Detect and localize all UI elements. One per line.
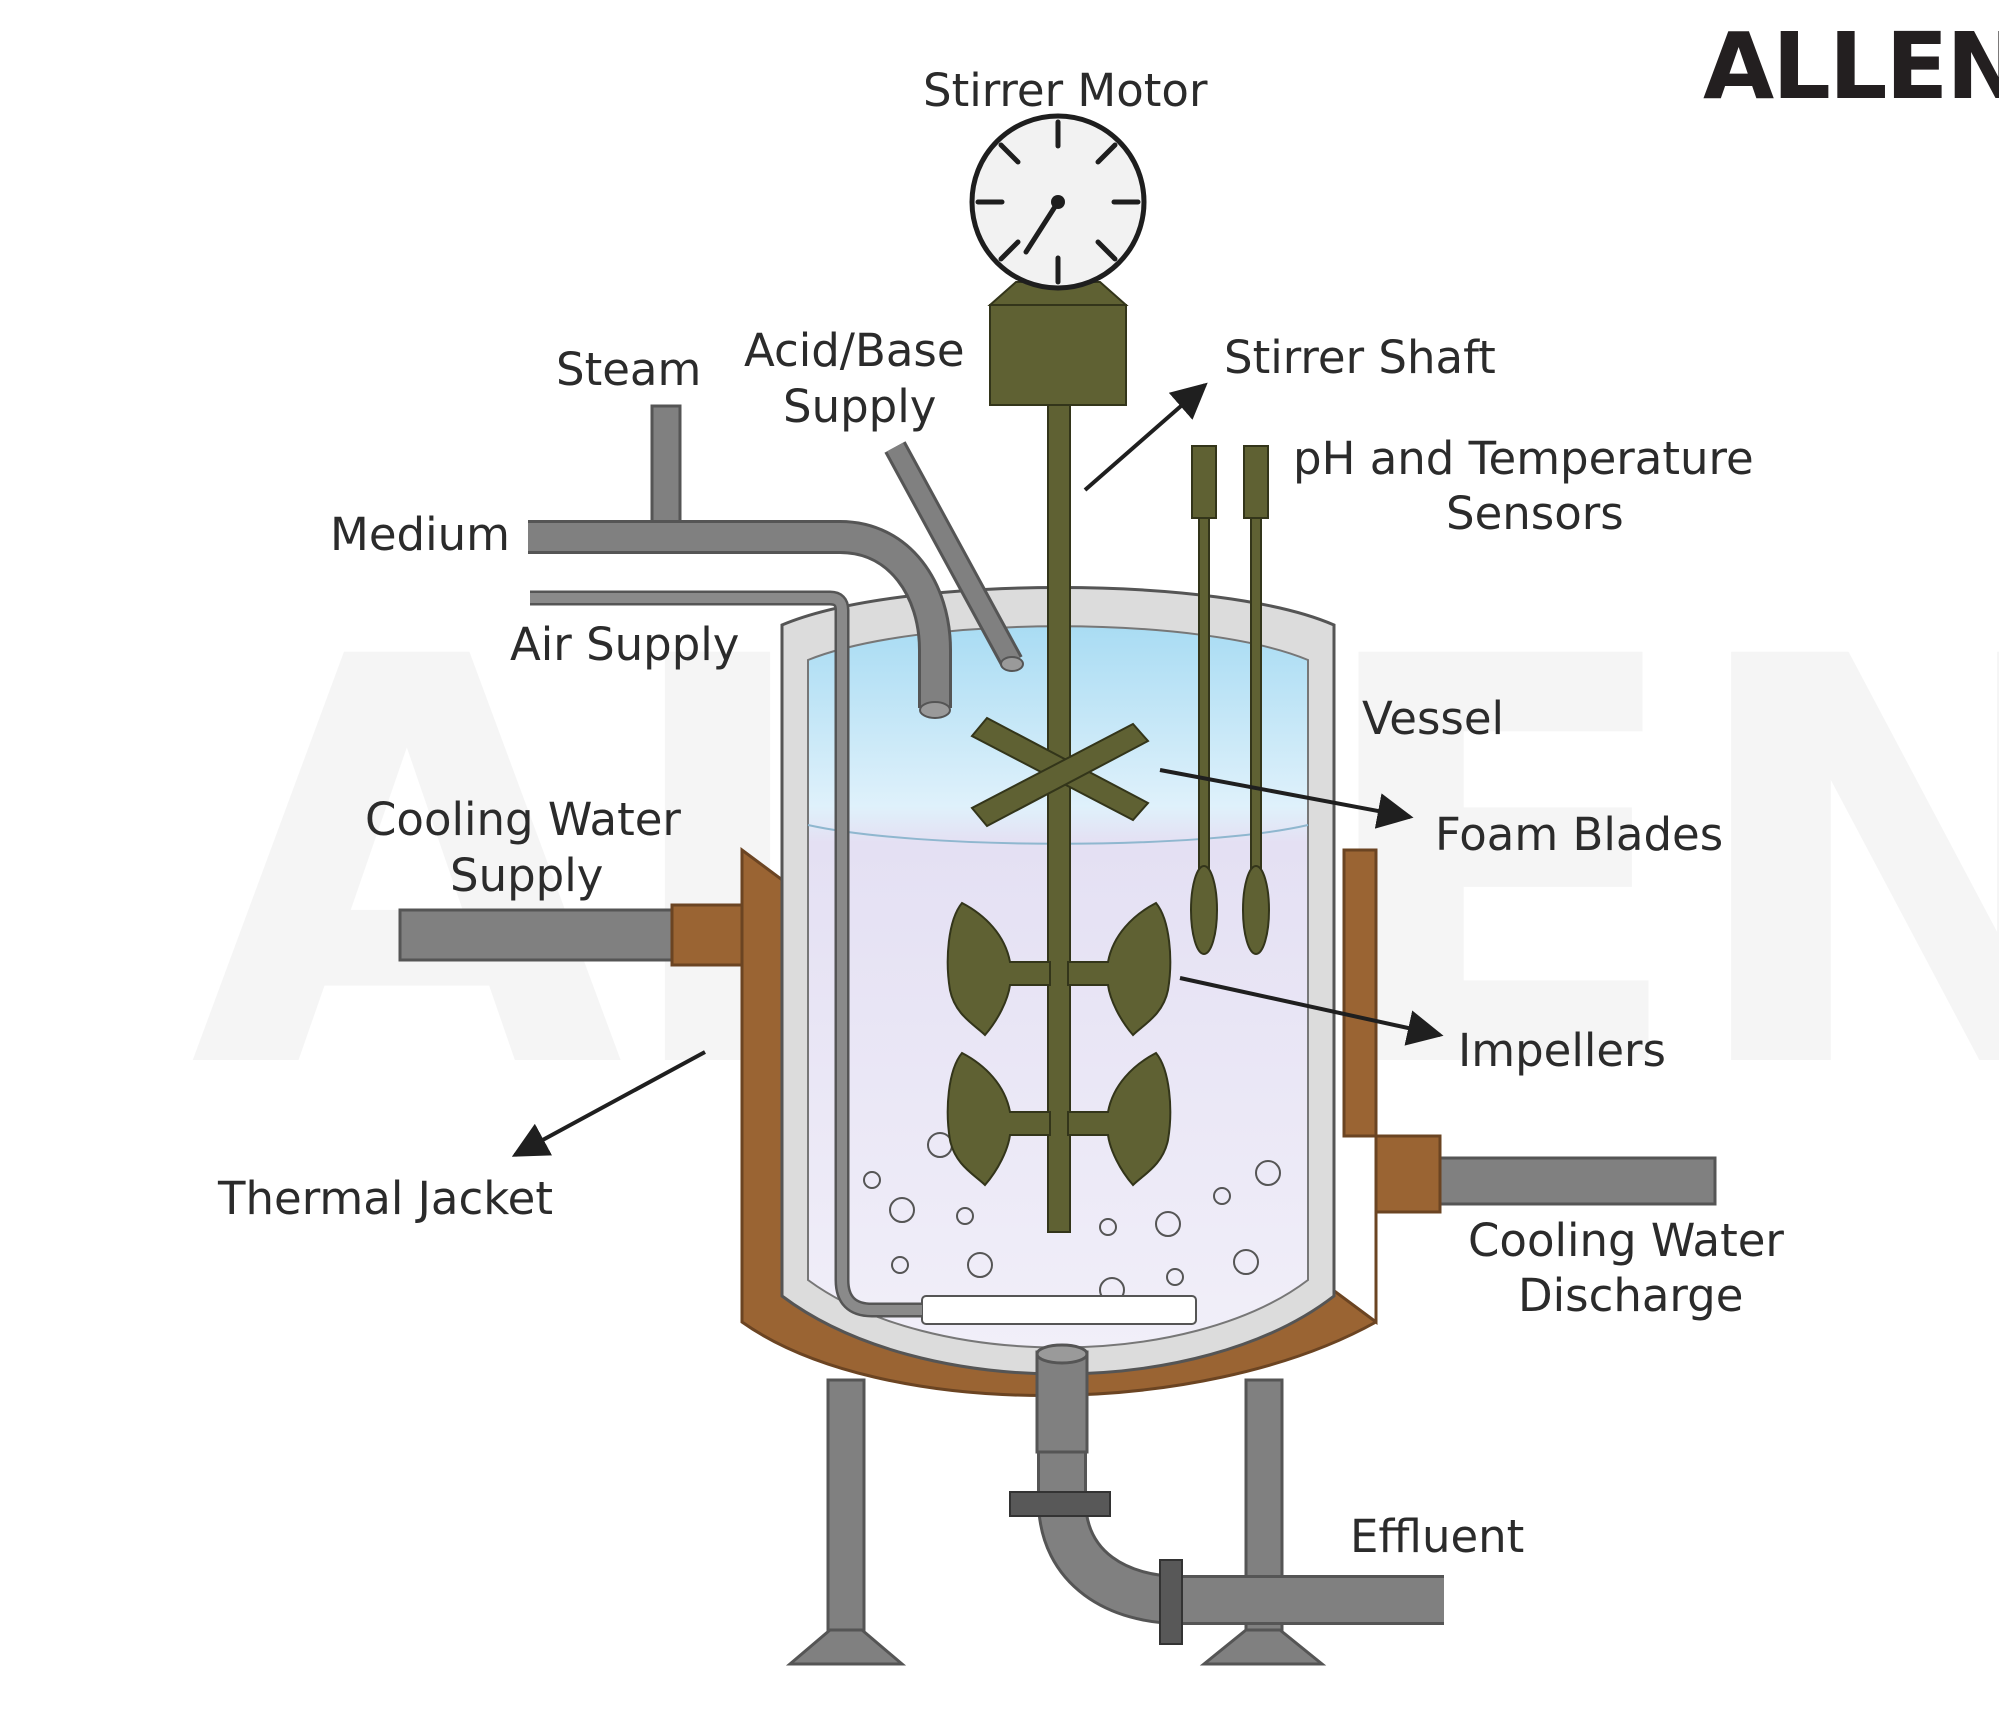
- label-impellers: Impellers: [1458, 1024, 1666, 1077]
- acid-base-pipe: [884, 441, 1024, 672]
- label-acid-base-line1: Acid/Base: [744, 324, 965, 377]
- stirrer-motor: [969, 113, 1147, 406]
- effluent-pipe: [1009, 1349, 1444, 1645]
- pointer-arrows: [511, 382, 1444, 1157]
- label-sensors-line2: Sensors: [1446, 487, 1624, 540]
- label-vessel: Vessel: [1362, 692, 1504, 745]
- label-cooling-supply-line1: Cooling Water: [365, 793, 681, 846]
- label-sensors-line1: pH and Temperature: [1293, 432, 1754, 485]
- medium-steam-pipe: [528, 404, 952, 719]
- support-legs: [785, 1378, 1327, 1666]
- label-thermal-jacket: Thermal Jacket: [217, 1172, 553, 1225]
- label-effluent: Effluent: [1350, 1510, 1524, 1563]
- label-steam: Steam: [556, 343, 701, 396]
- label-cooling-supply-line2: Supply: [450, 849, 603, 902]
- label-air-supply: Air Supply: [510, 618, 739, 671]
- label-cooling-discharge-line2: Discharge: [1518, 1269, 1743, 1322]
- impellers: [946, 901, 1172, 1187]
- label-medium: Medium: [330, 508, 510, 561]
- cooling-water-supply-pipe: [398, 908, 682, 962]
- label-stirrer-motor: Stirrer Motor: [923, 64, 1208, 117]
- label-acid-base-line2: Supply: [783, 380, 936, 433]
- label-cooling-discharge-line1: Cooling Water: [1468, 1214, 1784, 1267]
- foam-blades: [970, 716, 1150, 828]
- ph-temperature-sensors: [1190, 445, 1270, 955]
- cooling-water-discharge-pipe: [1438, 1156, 1717, 1206]
- stirrer-shaft: [1047, 399, 1071, 1233]
- air-bubbles: [863, 1132, 1281, 1303]
- sparger: [921, 1295, 1197, 1325]
- label-stirrer-shaft: Stirrer Shaft: [1224, 331, 1496, 384]
- allen-logo: ALLEN: [1703, 13, 1999, 120]
- label-foam-blades: Foam Blades: [1435, 808, 1723, 861]
